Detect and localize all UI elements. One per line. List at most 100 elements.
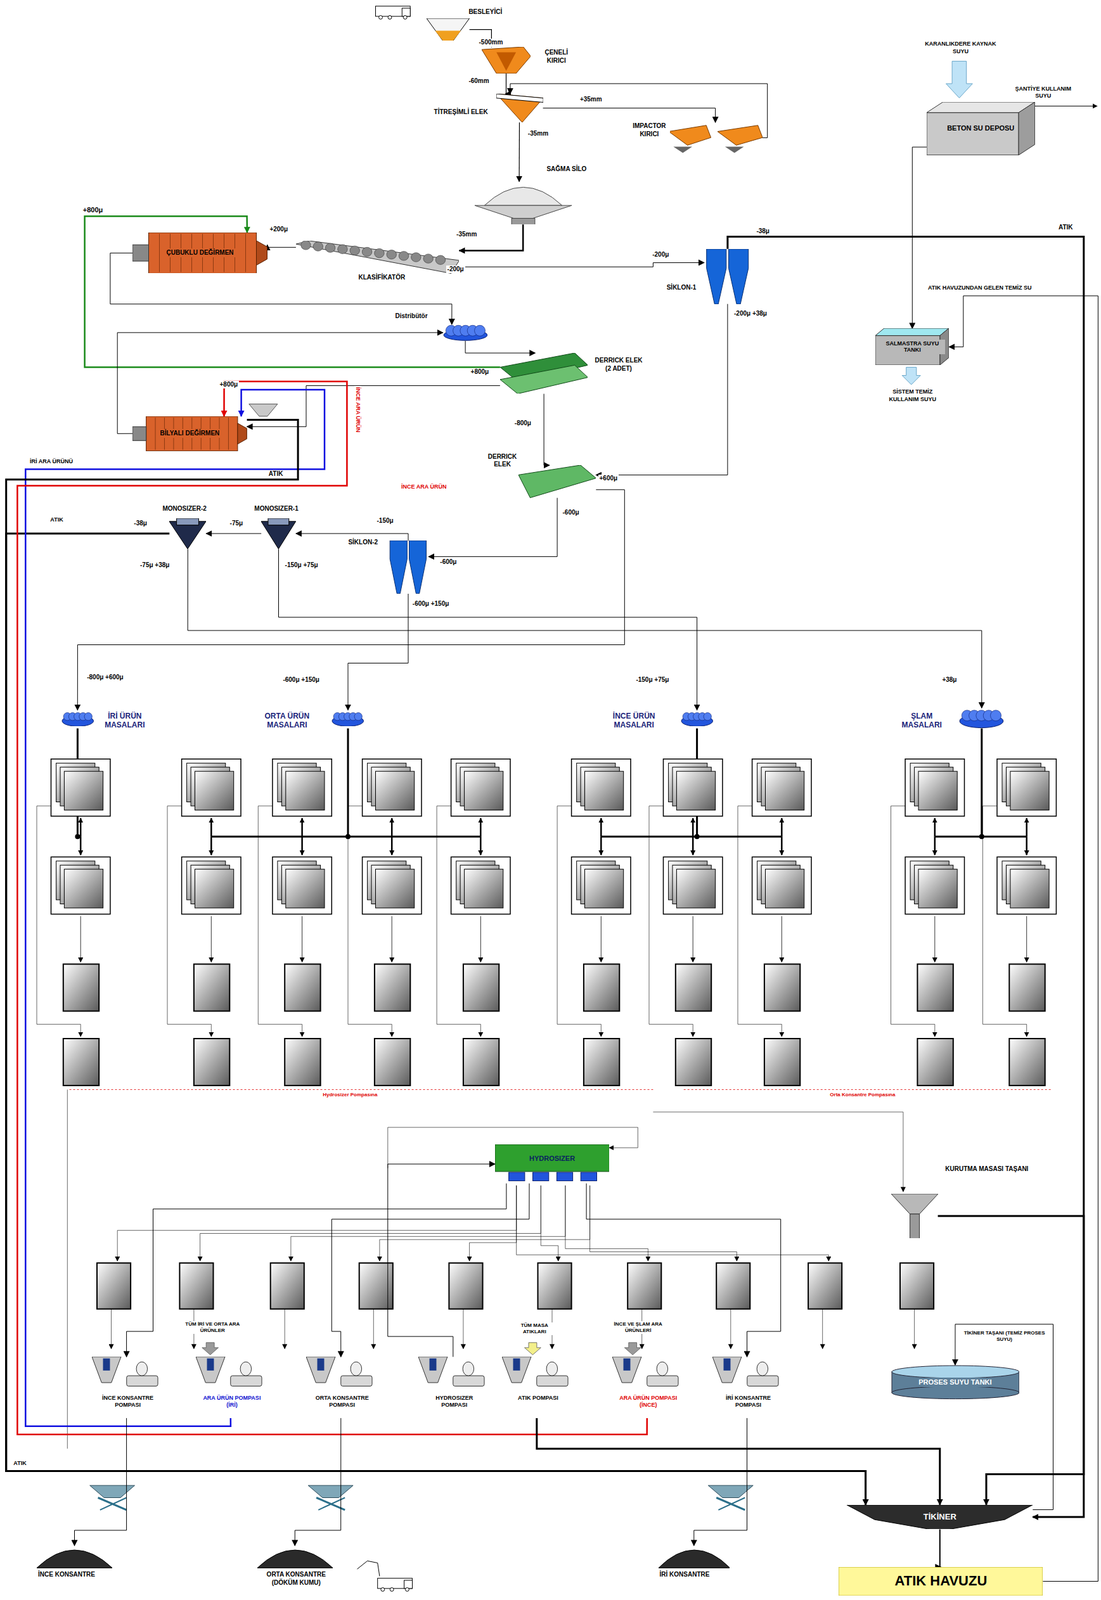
equipment-icon	[169, 518, 207, 549]
flow-note: ATIK	[48, 516, 65, 524]
equipment-label: ORTA KONSANTRE POMPASI	[309, 1395, 374, 1410]
flow-connector	[25, 389, 325, 1427]
equipment-label: ÇENELİ KIRICI	[534, 48, 579, 65]
flow-note: +35mm	[578, 95, 604, 104]
equipment-icon	[426, 18, 470, 41]
equipment-label: ARA ÜRÜN POMPASI (İNCE)	[616, 1395, 681, 1410]
equipment-label: DERRICK ELEK (2 ADET)	[592, 356, 646, 373]
equipment-icon	[959, 708, 1005, 729]
equipment-node: ARA ÜRÜN POMPASI (İRİ)	[195, 1357, 266, 1419]
flow-note: İRİ ARA ÜRÜNÜ	[28, 458, 75, 466]
equipment-name: ÇUBUKLU DEĞİRMEN	[164, 248, 236, 258]
equipment-node: ÇENELİ KIRICI	[481, 46, 531, 74]
equipment-node: İNCE KONSANTRE	[36, 1545, 113, 1569]
flow-note: -200μ +38μ	[732, 309, 769, 319]
equipment-node: ORTA ÜRÜN MASALARI	[331, 710, 365, 728]
flow-note: İNCE VE ŞLAM ARA ÜRÜNLERİ	[608, 1321, 669, 1335]
equipment-icon	[296, 240, 460, 274]
flow-note: Orta Konsantre Pompasına	[828, 1092, 897, 1099]
equipment-label: MONOSIZER-2	[160, 505, 208, 514]
flow-connector	[518, 122, 520, 182]
flow-connector	[331, 1184, 530, 1358]
equipment-icon	[195, 1357, 266, 1392]
equipment-node: ÇUBUKLU DEĞİRMEN	[132, 232, 268, 274]
equipment-icon	[495, 1144, 610, 1184]
flow-connector	[459, 263, 705, 268]
flow-note: -75μ	[228, 519, 245, 528]
flow-note: -60mm	[467, 77, 490, 86]
flow-connector	[543, 394, 550, 466]
flow-note: -150μ	[375, 517, 395, 526]
flow-note: ŞANTİYE KULLANIM SUYU	[1010, 85, 1077, 101]
equipment-icon	[481, 46, 531, 74]
flow-connector	[206, 533, 262, 535]
equipment-label: KURUTMA MASASI TAŞANI	[943, 1165, 1030, 1174]
equipment-name: TİKİNER	[921, 1511, 959, 1524]
flow-connector	[595, 304, 728, 476]
equipment-label: TİTREŞİMLİ ELEK	[432, 108, 490, 117]
flow-note: ATIK	[12, 1460, 28, 1468]
flow-note: +800μ	[469, 368, 491, 377]
equipment-label: ATIK POMPASI	[506, 1395, 571, 1403]
equipment-icon	[61, 710, 95, 728]
flow-note: +200μ	[268, 225, 290, 234]
flow-note: -600μ	[438, 558, 458, 567]
equipment-icon	[680, 710, 714, 728]
equipment-label: BESLEYİCİ	[467, 8, 504, 17]
equipment-name: HYDROSIZER	[527, 1154, 577, 1164]
flow-note: -500mm	[477, 38, 505, 47]
equipment-icon	[331, 710, 365, 728]
equipment-label: ORTA ÜRÜN MASALARI	[256, 712, 318, 731]
equipment-label: ORTA KONSANTRE (DÖKÜM KUMU)	[254, 1571, 339, 1588]
equipment-label: ARA ÜRÜN POMPASI (İRİ)	[200, 1395, 265, 1410]
equipment-icon	[474, 181, 572, 226]
equipment-icon	[658, 1545, 731, 1569]
equipment-label: KLASİFİKATÖR	[356, 273, 407, 283]
flow-note: -38μ	[132, 519, 149, 528]
equipment-node: ARA ÜRÜN POMPASI (İNCE)	[612, 1357, 683, 1419]
equipment-label: İRİ KONSANTRE	[658, 1571, 712, 1580]
equipment-label: İRİ KONSANTRE POMPASI	[716, 1395, 781, 1410]
equipment-node: İNCE ÜRÜN MASALARI	[680, 710, 714, 728]
flow-connector	[278, 548, 698, 710]
flow-connector	[428, 498, 558, 558]
flow-note: İNCE ARA ÜRÜN	[399, 483, 448, 491]
equipment-node: IMPACTOR KIRICI	[668, 122, 763, 153]
equipment-icon	[891, 1194, 939, 1240]
flow-note: +800μ	[81, 206, 105, 215]
equipment-icon	[502, 1357, 572, 1392]
equipment-node: DERRICK ELEK (2 ADET)	[500, 353, 589, 394]
equipment-label: İRİ ÜRÜN MASALARI	[96, 712, 153, 731]
flow-note: -600μ	[561, 508, 581, 518]
flow-connector	[940, 1529, 942, 1568]
equipment-node: DERRICK ELEK	[518, 465, 596, 499]
equipment-node: TİKİNER	[846, 1505, 1033, 1531]
flow-connector	[465, 341, 535, 354]
equipment-icon	[668, 122, 763, 153]
flow-note: Hydrosizer Pompasına	[321, 1092, 379, 1099]
equipment-node: SAĞMA SİLO	[474, 181, 572, 226]
equipment-node: KURUTMA MASASI TAŞANI	[891, 1194, 939, 1240]
flow-note: -200μ	[650, 251, 670, 260]
flow-note: ATIK HAVUZUNDAN GELEN TEMİZ SU	[926, 284, 1034, 292]
flow-note: +38μ	[940, 676, 958, 685]
flow-note: -200μ	[446, 265, 466, 274]
flow-connector	[955, 1324, 1054, 1511]
flow-note: -75μ +38μ	[138, 561, 171, 570]
flow-connector	[187, 548, 982, 709]
flow-note: -600μ +150μ	[411, 600, 451, 609]
equipment-icon	[712, 1357, 783, 1392]
flow-note: +600μ	[598, 474, 620, 483]
equipment-label: Distribütör	[394, 312, 430, 321]
equipment-label: SİKLON-1	[665, 283, 698, 293]
equipment-node: HYDROSIZER	[495, 1144, 610, 1184]
equipment-label: IMPACTOR KIRICI	[628, 122, 670, 139]
flow-note: -38μ	[754, 227, 771, 236]
flow-connector	[267, 244, 297, 248]
equipment-name: SALMASTRA SUYU TANKI	[879, 339, 946, 355]
flow-connector	[77, 489, 625, 711]
equipment-label: ŞLAM MASALARI	[896, 712, 948, 731]
equipment-icon	[496, 93, 544, 123]
flow-connector	[586, 1184, 781, 1358]
